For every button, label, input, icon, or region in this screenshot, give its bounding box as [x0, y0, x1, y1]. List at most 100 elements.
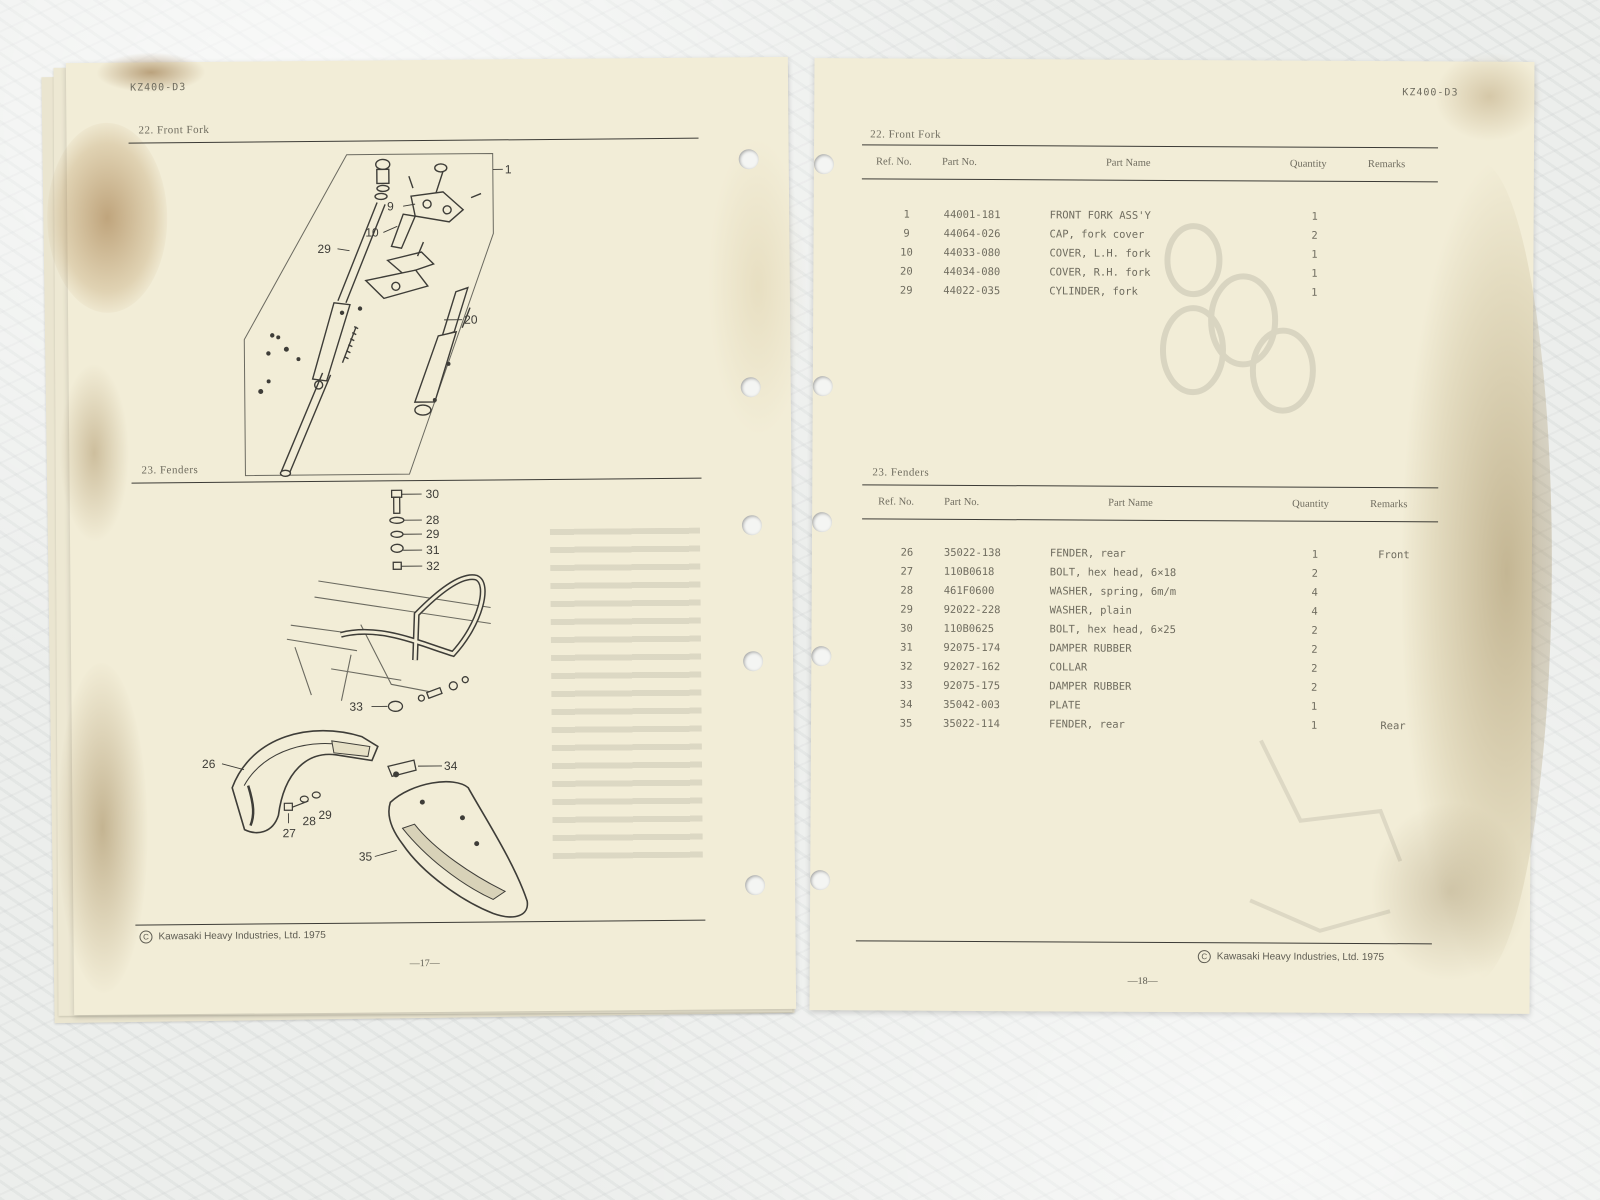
callout-label: 33 — [349, 700, 363, 714]
remarks-cell — [1353, 640, 1433, 659]
part-no-cell: 110B0625 — [943, 622, 995, 635]
col-header-ref: Ref. No. — [878, 496, 915, 508]
qty-cell: 2 — [1311, 662, 1318, 675]
table-header-rule — [862, 518, 1439, 523]
qty-cell: 2 — [1311, 624, 1318, 637]
callout-label: 29 — [426, 527, 440, 541]
callout-label: 9 — [387, 199, 394, 213]
part-no-cell: 44064-026 — [943, 227, 1001, 240]
part-name-cell: FRONT FORK ASS'Y — [1049, 208, 1151, 222]
copyright-footer: C Kawasaki Heavy Industries, Ltd. 1975 — [1197, 950, 1385, 964]
binder-hole — [811, 646, 832, 667]
col-header-remarks: Remarks — [1370, 499, 1408, 511]
ref-cell: 9 — [903, 227, 910, 240]
section-rule — [131, 477, 702, 484]
left-page: KZ400-D3 22. Front Fork — [46, 51, 810, 1016]
binder-hole — [744, 875, 766, 896]
part-name-cell: COVER, R.H. fork — [1049, 265, 1151, 279]
ref-cell: 30 — [900, 622, 913, 635]
part-no-cell: 44033-080 — [943, 246, 1001, 259]
col-header-quantity: Quantity — [1289, 158, 1327, 170]
binder-hole — [812, 376, 833, 397]
right-page: KZ400-D3 22. Front Fork Ref. No. Part No… — [809, 51, 1554, 1014]
remarks-cell — [1353, 283, 1433, 302]
qty-cell: 1 — [1310, 700, 1318, 713]
copyright-icon: C — [1197, 950, 1211, 964]
ref-cell: 29 — [899, 284, 913, 297]
part-name-cell: CAP, fork cover — [1049, 227, 1145, 241]
callout-label: 20 — [464, 313, 478, 327]
binder-hole — [741, 515, 763, 536]
qty-cell: 1 — [1311, 248, 1318, 261]
section-title-fenders: 23. Fenders — [872, 466, 930, 479]
qty-cell: 2 — [1311, 567, 1318, 580]
callout-label: 32 — [426, 559, 440, 573]
remarks-cell — [1354, 207, 1434, 226]
remarks-cell — [1353, 678, 1433, 697]
front-fork-parts-table: 1 44001-181 FRONT FORK ASS'Y 1 9 44064-0… — [869, 204, 1433, 302]
col-header-part-no: Part No. — [941, 156, 977, 168]
qty-cell: 4 — [1311, 586, 1318, 599]
part-name-cell: PLATE — [1049, 698, 1081, 712]
ref-cell: 33 — [899, 679, 913, 692]
ref-cell: 26 — [900, 546, 914, 559]
part-name-cell: WASHER, plain — [1049, 603, 1132, 617]
qty-cell: 1 — [1310, 719, 1318, 732]
part-name-cell: COVER, L.H. fork — [1049, 246, 1151, 260]
ref-cell: 32 — [899, 660, 913, 673]
remarks-cell — [1353, 621, 1433, 640]
table-header-rule — [861, 178, 1438, 183]
remarks-cell: Front — [1378, 548, 1410, 561]
callout-label: 10 — [365, 225, 379, 239]
ref-cell: 1 — [903, 208, 910, 221]
col-header-quantity: Quantity — [1292, 498, 1329, 510]
section-title-front-fork: 22. Front Fork — [870, 128, 942, 141]
callout-label: 34 — [444, 759, 458, 773]
section-rule — [128, 137, 699, 144]
remarks-cell: Rear — [1380, 719, 1406, 732]
part-name-cell: WASHER, spring, 6m/m — [1049, 584, 1177, 598]
binder-hole — [810, 870, 831, 891]
table-row: 29 44022-035 CYLINDER, fork 1 — [869, 280, 1433, 302]
remarks-cell — [1354, 564, 1434, 583]
callout-label: 29 — [318, 808, 332, 822]
qty-cell: 4 — [1311, 605, 1318, 618]
qty-cell: 1 — [1311, 267, 1318, 280]
part-name-cell: BOLT, hex head, 6×18 — [1049, 565, 1177, 579]
callout-label: 26 — [202, 757, 216, 771]
copyright-icon: C — [139, 930, 153, 944]
fenders-diagram: 30 28 29 31 32 33 34 — [202, 487, 529, 918]
binder-hole — [812, 512, 833, 533]
table-top-rule — [862, 144, 1439, 149]
ref-cell: 35 — [899, 717, 913, 730]
qty-cell: 2 — [1311, 229, 1318, 242]
part-name-cell: BOLT, hex head, 6×25 — [1049, 622, 1176, 636]
document-code: KZ400-D3 — [1402, 87, 1459, 99]
qty-cell: 2 — [1311, 643, 1318, 656]
section-title-fenders: 23. Fenders — [141, 464, 199, 477]
qty-cell: 2 — [1311, 681, 1318, 694]
document-code: KZ400-D3 — [130, 82, 187, 94]
col-header-remarks: Remarks — [1367, 159, 1406, 171]
ref-cell: 27 — [900, 565, 914, 578]
qty-cell: 1 — [1311, 286, 1318, 299]
part-no-cell: 110B0618 — [943, 565, 995, 578]
copyright-text: Kawasaki Heavy Industries, Ltd. 1975 — [1216, 951, 1385, 964]
callout-label: 1 — [505, 162, 512, 176]
callout-label: 28 — [426, 513, 440, 527]
remarks-cell — [1354, 602, 1434, 621]
ref-cell: 31 — [900, 641, 913, 654]
show-through — [1249, 739, 1403, 933]
stain — [58, 362, 131, 544]
remarks-cell — [1353, 245, 1433, 264]
part-no-cell: 44034-080 — [943, 265, 1001, 278]
copyright-text: Kawasaki Heavy Industries, Ltd. 1975 — [158, 929, 326, 943]
col-header-part-no: Part No. — [944, 496, 980, 508]
part-no-cell: 92075-175 — [943, 679, 1001, 692]
show-through — [1159, 223, 1316, 414]
col-header-part-name: Part Name — [1108, 497, 1153, 509]
callout-label: 29 — [317, 242, 331, 256]
section-title-front-fork: 22. Front Fork — [138, 123, 210, 137]
part-name-cell: FENDER, rear — [1049, 546, 1126, 560]
ref-cell: 34 — [899, 698, 913, 711]
